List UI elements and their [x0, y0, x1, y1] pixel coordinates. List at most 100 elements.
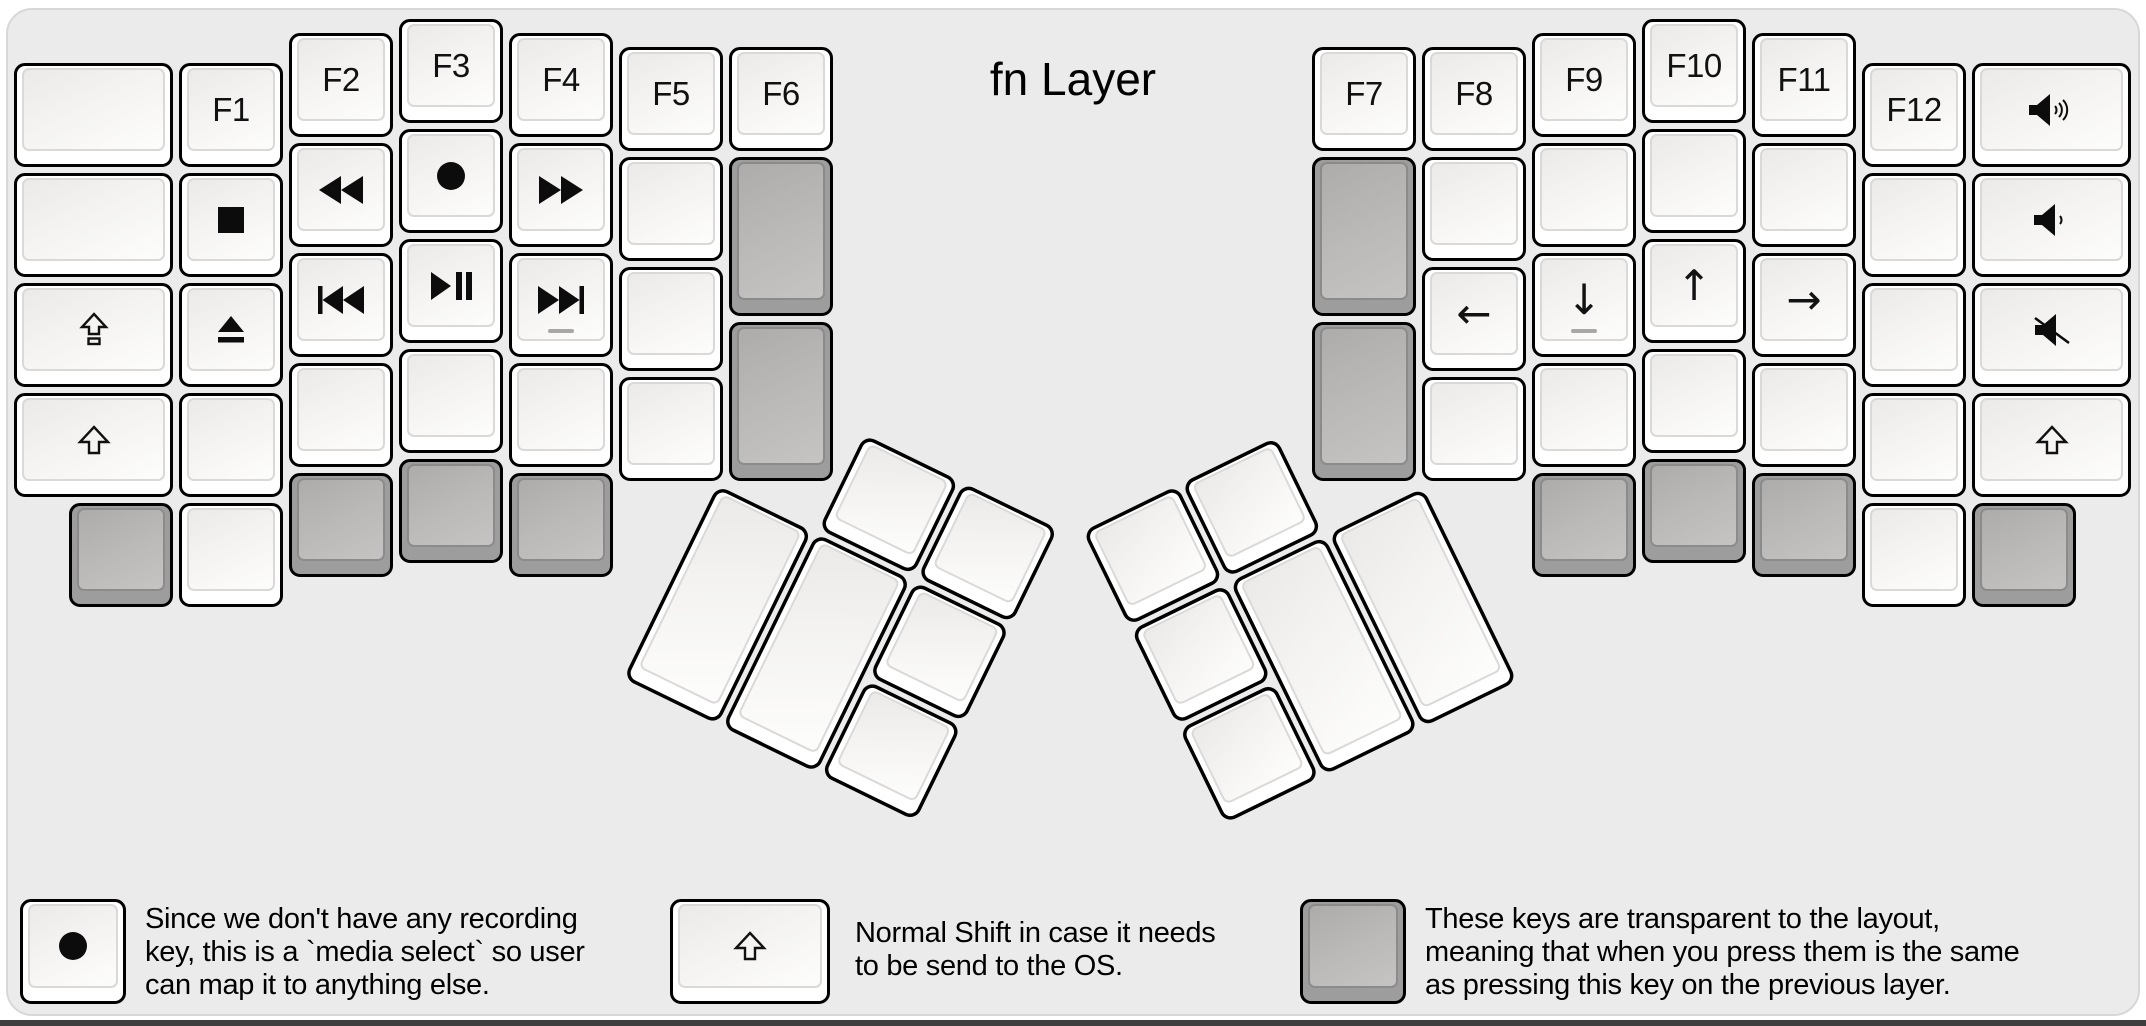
- legend-text-shift: Normal Shift in case it needs to be send…: [855, 917, 1216, 983]
- key-arrow-right[interactable]: →: [1752, 253, 1856, 357]
- key-f10[interactable]: F10: [1642, 19, 1746, 123]
- key-transparent[interactable]: [1312, 157, 1416, 316]
- keycap-top: [1540, 478, 1628, 561]
- keycap-top: ↓: [1540, 258, 1628, 341]
- key-blank[interactable]: [1862, 393, 1966, 497]
- key-f8[interactable]: F8: [1422, 47, 1526, 151]
- key-blank[interactable]: [179, 393, 283, 497]
- key-transparent[interactable]: [729, 157, 833, 316]
- transparent-key-sample: [1300, 899, 1406, 1004]
- keycap-top: F4: [517, 38, 605, 121]
- keycap-top: [22, 68, 165, 151]
- key-blank[interactable]: [179, 503, 283, 607]
- key-volume-up[interactable]: [1972, 63, 2131, 167]
- key-blank[interactable]: [1642, 129, 1746, 233]
- key-blank[interactable]: [1422, 157, 1526, 261]
- key-blank[interactable]: [1642, 349, 1746, 453]
- legend-line: Normal Shift in case it needs: [855, 917, 1216, 949]
- key-transparent[interactable]: [1752, 473, 1856, 577]
- key-record[interactable]: [399, 129, 503, 233]
- key-f1[interactable]: F1: [179, 63, 283, 167]
- key-blank[interactable]: [1862, 283, 1966, 387]
- front-legend-dash: [1571, 329, 1597, 333]
- fast-forward-icon: [538, 175, 584, 205]
- key-label: F8: [1455, 74, 1493, 112]
- layer-title: fn Layer: [989, 53, 1157, 105]
- key-transparent[interactable]: [1312, 322, 1416, 481]
- key-volume-down[interactable]: [1972, 173, 2131, 277]
- key-f2[interactable]: F2: [289, 33, 393, 137]
- key-eject[interactable]: [179, 283, 283, 387]
- key-f12[interactable]: F12: [1862, 63, 1966, 167]
- key-arrow-down[interactable]: ↓: [1532, 253, 1636, 357]
- keycap-top: [1650, 354, 1738, 437]
- keycap-top: [1980, 178, 2123, 261]
- key-play-pause[interactable]: [399, 239, 503, 343]
- key-blank[interactable]: [399, 349, 503, 453]
- key-blank[interactable]: [1862, 173, 1966, 277]
- key-transparent[interactable]: [289, 473, 393, 577]
- key-next-track[interactable]: [509, 253, 613, 357]
- keycap-top: [297, 478, 385, 561]
- key-blank[interactable]: [1862, 503, 1966, 607]
- key-prev-track[interactable]: [289, 253, 393, 357]
- keycap-top: [187, 398, 275, 481]
- shift-icon: [733, 931, 767, 961]
- keycap-top: [1760, 478, 1848, 561]
- keycap-top: F11: [1760, 38, 1848, 121]
- keycap-top: [1540, 368, 1628, 451]
- key-blank[interactable]: [1532, 143, 1636, 247]
- keycap-top: [678, 904, 822, 988]
- key-f4[interactable]: F4: [509, 33, 613, 137]
- keycap-top: [1430, 162, 1518, 245]
- key-blank[interactable]: [1422, 377, 1526, 481]
- key-label: F7: [1345, 74, 1383, 112]
- keycap-top: [517, 368, 605, 451]
- key-stop[interactable]: [179, 173, 283, 277]
- key-transparent[interactable]: [399, 459, 503, 563]
- keycap-top: [28, 904, 118, 988]
- key-f6[interactable]: F6: [729, 47, 833, 151]
- key-shift[interactable]: [14, 393, 173, 497]
- key-transparent[interactable]: [509, 473, 613, 577]
- key-blank[interactable]: [1532, 363, 1636, 467]
- key-transparent[interactable]: [1642, 459, 1746, 563]
- key-blank[interactable]: [1752, 363, 1856, 467]
- key-blank[interactable]: [14, 63, 173, 167]
- keycap-top: [1540, 148, 1628, 231]
- key-f5[interactable]: F5: [619, 47, 723, 151]
- key-f7[interactable]: F7: [1312, 47, 1416, 151]
- keycap-top: [1650, 134, 1738, 217]
- key-transparent[interactable]: [729, 322, 833, 481]
- key-blank[interactable]: [509, 363, 613, 467]
- keycap-top: [407, 244, 495, 327]
- key-fast-forward[interactable]: [509, 143, 613, 247]
- keycap-top: [1980, 508, 2068, 591]
- key-f9[interactable]: F9: [1532, 33, 1636, 137]
- key-transparent[interactable]: [69, 503, 173, 607]
- key-arrow-up[interactable]: ↑: [1642, 239, 1746, 343]
- key-shift[interactable]: [1972, 393, 2131, 497]
- key-blank[interactable]: [1752, 143, 1856, 247]
- key-mute[interactable]: [1972, 283, 2131, 387]
- key-blank[interactable]: [289, 363, 393, 467]
- key-f3[interactable]: F3: [399, 19, 503, 123]
- keycap-top: F9: [1540, 38, 1628, 121]
- key-transparent[interactable]: [1972, 503, 2076, 607]
- key-transparent[interactable]: [1532, 473, 1636, 577]
- keycap-top: [517, 148, 605, 231]
- key-caps-lock[interactable]: [14, 283, 173, 387]
- keycap-top: [1870, 398, 1958, 481]
- key-blank[interactable]: [14, 173, 173, 277]
- key-arrow-left[interactable]: ←: [1422, 267, 1526, 371]
- arrow-down-icon: ↓: [1566, 274, 1602, 324]
- key-blank[interactable]: [619, 267, 723, 371]
- key-label: F9: [1565, 60, 1603, 98]
- keycap-top: [517, 258, 605, 341]
- key-blank[interactable]: [619, 377, 723, 481]
- key-blank[interactable]: [619, 157, 723, 261]
- key-rewind[interactable]: [289, 143, 393, 247]
- key-f11[interactable]: F11: [1752, 33, 1856, 137]
